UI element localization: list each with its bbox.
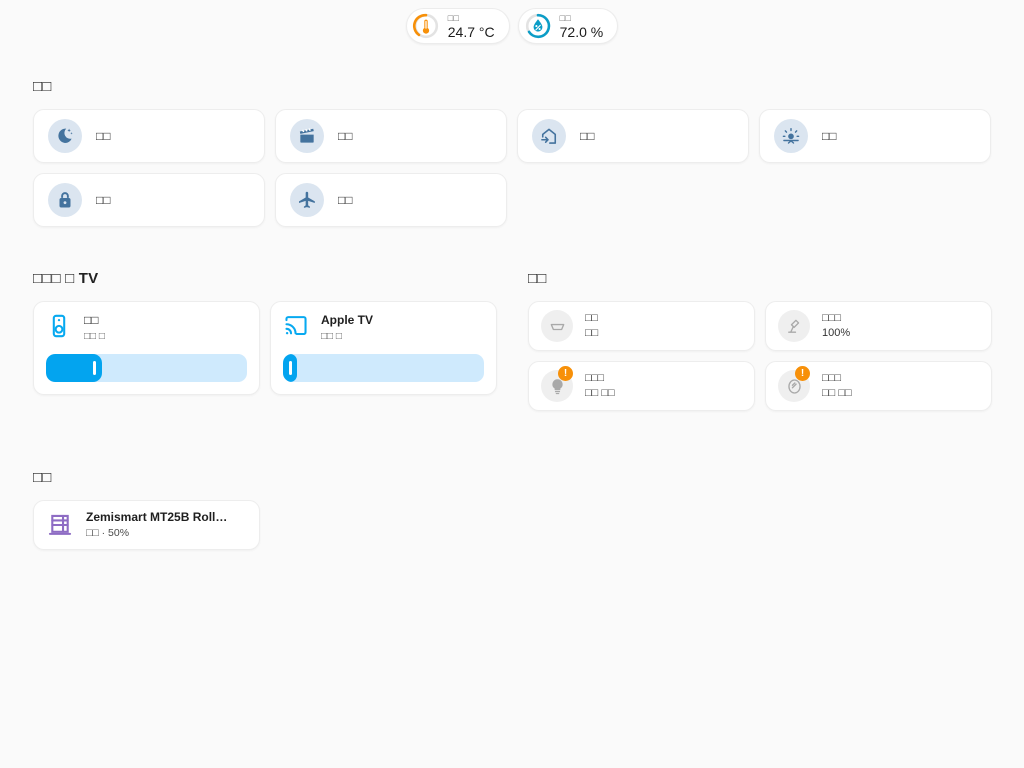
badge-temperature-text: □□ 24.7 °C	[447, 12, 495, 40]
media-volume-slider[interactable]	[283, 354, 484, 383]
scene-card-movie[interactable]: □□	[275, 109, 507, 163]
thermometer-icon	[412, 12, 440, 40]
warning-badge-icon: !	[795, 366, 810, 381]
lights-section-title: □□	[528, 270, 547, 287]
roller-blind-icon	[46, 511, 74, 539]
light-card-text: □□□ 100%	[822, 312, 850, 340]
warning-badge-icon: !	[558, 366, 573, 381]
light-card-state: □□	[585, 327, 599, 340]
covers-section-title: □□	[33, 469, 52, 486]
media-card-name: □□	[84, 313, 99, 327]
media-section-title: □□□ □ TV	[33, 270, 99, 287]
scene-label: □□	[580, 129, 595, 143]
media-card-speaker[interactable]: □□ □□ □	[33, 301, 260, 396]
light-icon-wrap: !	[541, 366, 573, 402]
light-card-bulb[interactable]: ! □□□ □□ □□	[528, 361, 755, 411]
scene-label: □□	[96, 193, 111, 207]
light-card-strip[interactable]: ! □□□ □□ □□	[765, 361, 992, 411]
media-card-header: □□ □□ □	[46, 313, 247, 342]
scene-label: □□	[338, 129, 353, 143]
scene-card-night[interactable]: □□	[33, 109, 265, 163]
badge-temperature-label: □□	[447, 12, 460, 23]
scene-card-lock[interactable]: □□	[33, 173, 265, 227]
media-volume-knob[interactable]	[289, 361, 292, 376]
home-import-icon	[532, 119, 566, 153]
cover-card-text: Zemismart MT25B Roll… □□ · 50%	[86, 511, 227, 540]
badge-temperature[interactable]: □□ 24.7 °C	[405, 8, 510, 44]
media-card-state: □□ □	[321, 330, 342, 342]
water-percent-icon	[524, 12, 552, 40]
media-card-name: Apple TV	[321, 313, 374, 327]
scene-card-vacation[interactable]: □□	[275, 173, 507, 227]
speaker-icon	[46, 313, 72, 339]
cover-card-state: □□ · 50%	[86, 527, 130, 540]
scenes-section: □□ □□	[33, 78, 991, 227]
media-card-text: □□ □□ □	[84, 313, 105, 342]
media-card-text: Apple TV □□ □	[321, 313, 373, 342]
weather-sunset-icon	[774, 119, 808, 153]
light-card-text: □□□ □□ □□	[585, 372, 615, 400]
light-card-text: □□ □□	[585, 312, 598, 340]
media-card-state: □□ □	[84, 330, 105, 342]
scene-label: □□	[338, 193, 353, 207]
media-volume-slider[interactable]	[46, 354, 247, 383]
badge-humidity-label: □□	[559, 12, 572, 23]
light-card-text: □□□ □□ □□	[822, 372, 852, 400]
light-card-name: □□	[585, 312, 598, 325]
lock-icon	[48, 183, 82, 217]
media-volume-knob[interactable]	[93, 361, 97, 376]
light-icon-wrap	[541, 310, 573, 342]
cover-card-name: Zemismart MT25B Roll…	[86, 510, 228, 524]
weather-night-icon	[48, 119, 82, 153]
desk-lamp-icon	[778, 310, 810, 342]
light-card-state: □□ □□	[822, 387, 852, 400]
scenes-grid: □□ □□	[33, 109, 991, 227]
light-icon-wrap	[778, 310, 810, 342]
badge-humidity-value: 72.0 %	[559, 23, 604, 40]
scene-card-arrive[interactable]: □□	[517, 109, 749, 163]
badge-temperature-value: 24.7 °C	[447, 23, 495, 40]
light-card-ceiling[interactable]: □□ □□	[528, 301, 755, 351]
sensor-badge-row: □□ 24.7 °C □□ 72.0 %	[0, 0, 1024, 44]
cast-icon	[283, 313, 309, 339]
cover-card-roller-blind[interactable]: Zemismart MT25B Roll… □□ · 50%	[33, 500, 260, 550]
lights-section: □□ □□ □□	[528, 270, 992, 411]
scene-card-sunrise[interactable]: □□	[759, 109, 991, 163]
badge-humidity[interactable]: □□ 72.0 %	[517, 8, 619, 44]
media-card-header: Apple TV □□ □	[283, 313, 484, 342]
airplane-icon	[290, 183, 324, 217]
media-card-appletv[interactable]: Apple TV □□ □	[270, 301, 497, 396]
badge-humidity-text: □□ 72.0 %	[559, 12, 604, 40]
media-section: □□□ □ TV □□ □□ □	[33, 270, 497, 396]
scenes-section-title: □□	[33, 78, 52, 95]
scene-label: □□	[96, 129, 111, 143]
scene-label: □□	[822, 129, 837, 143]
light-card-name: □□□	[585, 372, 605, 385]
light-icon-wrap: !	[778, 366, 810, 402]
covers-grid: Zemismart MT25B Roll… □□ · 50%	[33, 500, 497, 550]
lights-grid: □□ □□ □□□ 100%	[528, 301, 992, 411]
ceiling-light-icon	[541, 310, 573, 342]
light-card-desk[interactable]: □□□ 100%	[765, 301, 992, 351]
light-card-state: □□ □□	[585, 387, 615, 400]
media-grid: □□ □□ □	[33, 301, 497, 396]
covers-section: □□ Zemismart MT25B Roll… □□ · 50%	[33, 469, 497, 550]
light-card-name: □□□	[822, 372, 842, 385]
light-card-name: □□□	[822, 312, 842, 325]
light-card-state: 100%	[822, 327, 851, 340]
movie-clapper-icon	[290, 119, 324, 153]
media-volume-fill	[46, 354, 103, 383]
